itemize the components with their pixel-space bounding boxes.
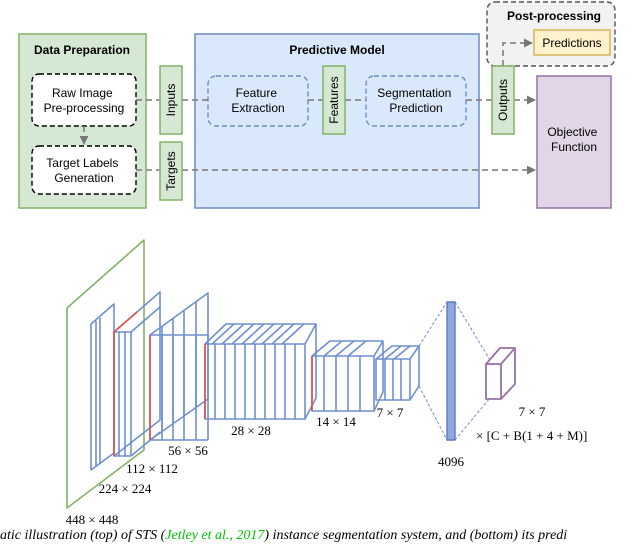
features-tag (322, 65, 346, 135)
outputs-tag (491, 65, 515, 135)
targets-label: Targets (164, 151, 178, 190)
output-cube (485, 347, 516, 400)
objective-function-label: Objective Function (547, 125, 600, 154)
connectors (79, 38, 536, 175)
caption-citation-link[interactable]: Jetley et al., 2017 (165, 528, 265, 543)
target-labels-box (31, 145, 137, 195)
dimension-labels: 448 × 448 224 × 224 112 × 112 56 × 56 28… (66, 404, 588, 527)
dim-7a: 7 × 7 (377, 405, 404, 420)
network-diagram (66, 239, 516, 509)
figure-caption: atic illustration (top) of STS (Jetley e… (0, 528, 640, 549)
outputs-label: Outputs (496, 79, 510, 121)
caption-before: atic illustration (top) of STS ( (0, 528, 166, 543)
predictions-label: Predictions (542, 36, 601, 50)
layer-block-56 (149, 292, 209, 441)
segmentation-prediction-label: Segmentation Prediction (377, 86, 454, 115)
predictions-box (533, 29, 611, 56)
connector-outputs-to-predictions (502, 38, 533, 66)
segmentation-prediction-box (365, 75, 467, 127)
feature-extraction-box (207, 75, 309, 127)
layer-block-224 (90, 303, 115, 471)
objective-function-box (536, 75, 612, 209)
fc-fan-lines (418, 301, 491, 441)
data-preparation-title: Data Preparation (34, 43, 130, 57)
target-labels-label: Target Labels Generation (46, 156, 121, 185)
post-processing-title: Post-processing (507, 9, 601, 23)
predictive-model-title: Predictive Model (289, 43, 384, 57)
inputs-label: Inputs (164, 84, 178, 117)
inputs-tag (159, 65, 183, 135)
dim-14: 14 × 14 (316, 414, 356, 429)
dim-4096: 4096 (438, 454, 465, 469)
dim-56: 56 × 56 (168, 443, 208, 458)
features-label: Features (327, 76, 341, 123)
raw-image-label: Raw Image Pre-processing (44, 86, 125, 115)
input-image-slab (66, 239, 145, 509)
layer-block-112 (113, 291, 161, 457)
layer-block-7 (375, 345, 420, 401)
feature-extraction-label: Feature Extraction (231, 86, 284, 115)
fc-4096-bar (446, 301, 456, 441)
dim-output: × [C + B(1 + 4 + M)] (476, 428, 587, 443)
dim-448: 448 × 448 (66, 512, 119, 527)
dim-7b: 7 × 7 (519, 404, 546, 419)
dim-224: 224 × 224 (99, 481, 152, 496)
layer-block-28 (204, 323, 317, 420)
layer-block-14 (311, 340, 384, 412)
targets-tag (159, 141, 183, 201)
raw-image-preprocessing-box (31, 73, 137, 127)
dim-112: 112 × 112 (126, 461, 178, 476)
caption-after: ) instance segmentation system, and (bot… (264, 528, 568, 543)
dim-28: 28 × 28 (231, 423, 271, 438)
